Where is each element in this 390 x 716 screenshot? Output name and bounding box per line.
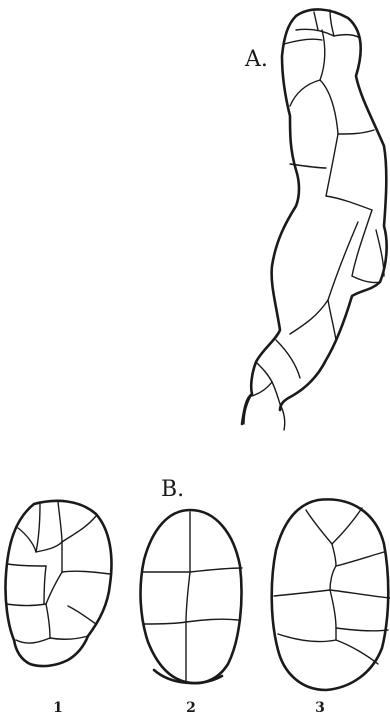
specimen-2-wall [186, 619, 238, 622]
specimen-1-wall [62, 571, 110, 574]
specimen-1-wall [46, 604, 50, 638]
specimen-1-wall [6, 604, 46, 606]
specimen-1 [5, 501, 111, 666]
filament-wall [334, 35, 360, 38]
filament-wall [284, 39, 322, 44]
specimen-1-wall [62, 516, 96, 542]
specimen-1-wall [58, 502, 62, 542]
filament-wall [290, 80, 320, 106]
filament-wall [328, 300, 336, 340]
filament-wall [256, 362, 272, 382]
filament-wall [320, 80, 338, 134]
filament-wall [252, 382, 272, 396]
filament-outline-left [242, 16, 299, 424]
specimen-1-wall [36, 504, 40, 552]
filament-wall [314, 12, 318, 30]
filament-wall [320, 30, 325, 80]
panel-a-label: A. [244, 47, 268, 72]
specimen-3 [272, 499, 390, 690]
specimen-3-wall [336, 552, 384, 566]
filament-wall [330, 10, 334, 36]
specimen-3-wall [332, 508, 362, 544]
specimen-2 [141, 510, 242, 683]
filament-wall [352, 276, 380, 283]
filament-wall [352, 210, 372, 276]
panel-a-filament: A. [242, 9, 387, 430]
specimen-3-wall [330, 590, 390, 598]
filament-wall [276, 340, 300, 378]
filament-wall [326, 196, 372, 210]
filament-wall [338, 130, 374, 134]
specimen-3-wall [330, 590, 336, 628]
specimen-1-wall [16, 638, 50, 643]
specimen-2-outline [141, 510, 242, 683]
filament-wall [296, 29, 334, 36]
specimen-1-wall [36, 542, 62, 552]
filament-wall [272, 382, 280, 404]
specimen-2-number: 2 [186, 700, 196, 716]
filament-wall [326, 134, 338, 196]
specimen-1-number: 1 [53, 700, 63, 716]
specimen-3-wall [306, 510, 332, 544]
specimen-1-wall [68, 606, 96, 624]
filament-wall [290, 300, 328, 334]
specimen-3-wall [278, 634, 336, 642]
specimen-3-number: 3 [315, 700, 325, 716]
specimen-2-wall [186, 572, 190, 622]
specimen-3-wall [332, 544, 336, 566]
specimen-3-wall [336, 640, 378, 664]
specimen-2-wall [190, 568, 242, 572]
specimen-3-wall [274, 590, 330, 596]
panel-b-label: B. [161, 477, 184, 502]
specimen-3-wall [330, 566, 336, 590]
specimen-1-wall [50, 636, 88, 639]
specimen-1-wall [44, 566, 46, 604]
specimen-1-wall [18, 528, 36, 552]
specimen-2-wall [144, 622, 186, 624]
filament-wall [328, 222, 358, 300]
specimen-1-outline [5, 501, 111, 666]
specimen-1-wall [8, 564, 46, 566]
specimen-3-wall [336, 628, 388, 631]
specimen-1-wall [46, 572, 62, 604]
